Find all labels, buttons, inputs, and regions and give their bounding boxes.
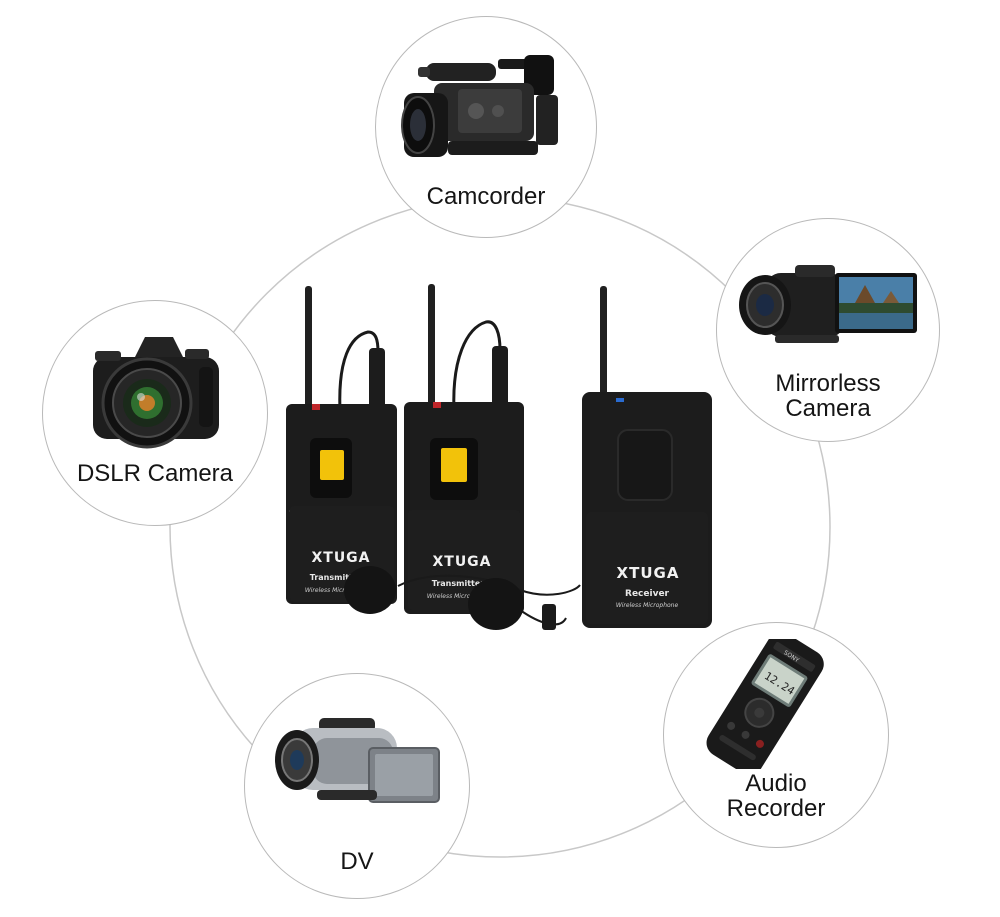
receiver-sub: Wireless Microphone: [616, 602, 679, 609]
dslr-bubble: DSLR Camera: [42, 300, 268, 526]
camcorder-icon: [401, 55, 558, 157]
transmitter-1-label: Transmitter: [310, 573, 363, 582]
handycam-icon: [739, 265, 917, 343]
dslr-label: DSLR Camera: [76, 460, 234, 487]
camcorder-label: Camcorder: [426, 183, 546, 210]
transmitter-2-sub: Wireless Microphone: [427, 593, 490, 600]
transmitter-1-sub: Wireless Microphone: [305, 587, 368, 594]
lavalier-mics: [344, 566, 581, 630]
transmitter-1: XTUGA Transmitter Wireless Microphone: [286, 286, 397, 604]
transmitter-2-brand: XTUGA: [432, 554, 491, 570]
mirrorless-label-line-2: Camera: [785, 395, 871, 422]
audio-recorder-icon: SONY 12.24: [706, 639, 824, 769]
audio-label: Audio Recorder: [664, 771, 888, 821]
audio-bubble: SONY 12.24 Audio Recorder: [663, 622, 889, 848]
transmitter-2: XTUGA Transmitter Wireless Microphone: [404, 284, 524, 614]
dv-bubble: DV: [244, 673, 470, 899]
dv-camera-icon: [275, 718, 440, 803]
transmitter-2-label: Transmitter: [432, 579, 485, 588]
audio-label-line-1: Audio: [745, 770, 807, 797]
mirrorless-bubble: Mirrorless Camera: [716, 218, 940, 442]
transmitter-1-brand: XTUGA: [311, 550, 370, 566]
camcorder-bubble: Camcorder: [375, 16, 597, 238]
receiver-label: Receiver: [625, 589, 670, 599]
receiver-brand: XTUGA: [617, 564, 680, 582]
mirrorless-label: Mirrorless Camera: [717, 371, 939, 421]
dv-label: DV: [340, 848, 374, 875]
receiver: XTUGA Receiver Wireless Microphone: [582, 286, 712, 628]
dslr-camera-icon: [93, 337, 219, 449]
mirrorless-label-line-1: Mirrorless: [775, 370, 881, 397]
audio-label-line-2: Recorder: [726, 795, 826, 822]
